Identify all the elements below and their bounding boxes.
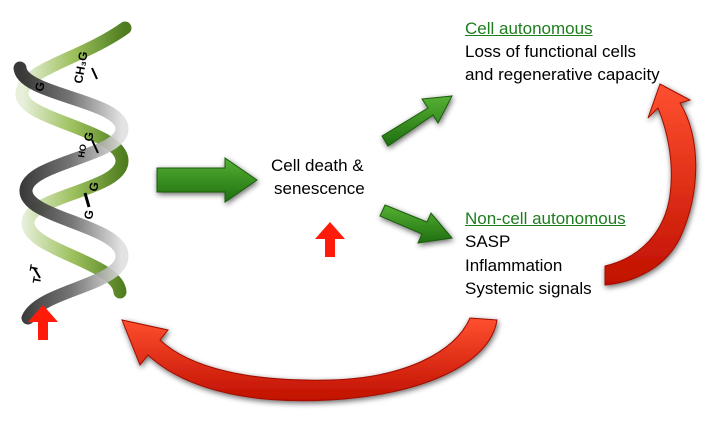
crosslink-bond (83, 192, 91, 208)
label-methyl-g: CH₃G (71, 50, 90, 84)
oxidation-bond (91, 139, 99, 154)
center-label-line2: senescence (274, 179, 365, 198)
non-cell-item-inflammation: Inflammation (465, 256, 563, 275)
label-crosslink-g2: G (81, 209, 96, 221)
arrow-to-cell-autonomous (381, 95, 453, 147)
arrow-red-feedback-right (604, 83, 697, 286)
label-thymine-2: T (31, 276, 44, 285)
cell-autonomous-line1: Loss of functional cells (465, 42, 637, 61)
label-thymine-1: T (28, 264, 41, 273)
center-label-line1: Cell death & (271, 156, 364, 175)
arrow-dna-to-center (156, 157, 258, 203)
non-cell-item-systemic-signals: Systemic signals (465, 279, 592, 298)
non-cell-autonomous-heading: Non-cell autonomous (465, 209, 626, 228)
up-arrow-dna (28, 305, 58, 340)
non-cell-item-sasp: SASP (465, 232, 511, 251)
cell-autonomous-heading: Cell autonomous (465, 19, 593, 38)
label-g-ox: G (81, 131, 96, 143)
dna-helix (13, 21, 132, 325)
label-ho: HO (76, 143, 88, 158)
arrow-red-feedback-bottom (121, 317, 498, 402)
cell-autonomous-line2: and regenerative capacity (465, 65, 660, 84)
thymine-dimer-bond (33, 267, 41, 279)
dna-strand-dark (13, 61, 129, 325)
arrow-to-non-cell-autonomous (379, 204, 453, 244)
up-arrow-center (315, 222, 345, 257)
methyl-bond (91, 67, 98, 80)
label-g-top: G (32, 81, 47, 93)
label-crosslink-g1: G (86, 181, 101, 193)
